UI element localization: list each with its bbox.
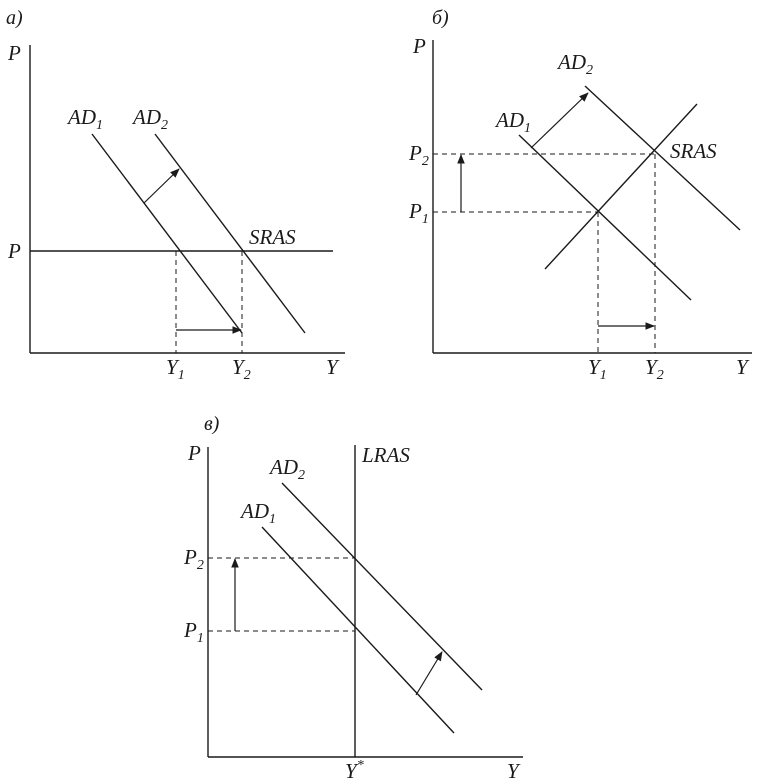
panel-a-y1-label: Y1 (166, 355, 185, 383)
panel-c-ad2-label: AD2 (268, 455, 305, 483)
panel-b-title: б) (432, 7, 449, 29)
panel-a-title: а) (6, 7, 23, 29)
panel-a-ad2-curve (154, 133, 306, 334)
panel-b-y1-label: Y1 (588, 355, 607, 383)
panel-b-sras-label: SRAS (670, 139, 717, 163)
panel-b-shift-arrow (530, 92, 589, 149)
panel-c-shift-arrow (415, 651, 443, 696)
panel-c-y-star-label: Y* (345, 758, 364, 783)
panel-c-p-axis-label: P (187, 441, 201, 465)
panel-b-y2-label: Y2 (645, 355, 664, 383)
panel-a-ad2-label: AD2 (131, 105, 168, 133)
panel-c-ad2-curve (281, 482, 483, 691)
panel-b-p-axis-label: P (412, 34, 426, 58)
panel-b-p1-label: P1 (408, 199, 429, 227)
panel-c-ad1-curve (261, 526, 455, 734)
panel-a: а) P Y P SRAS AD1 AD2 Y1 Y2 (6, 7, 345, 383)
panel-a-y-axis-label: Y (326, 355, 340, 379)
panel-a-ad1-curve (91, 133, 243, 334)
panel-c-y-axis-label: Y (507, 759, 521, 783)
panel-b-y-axis-label: Y (736, 355, 750, 379)
panel-b-ad1-curve (518, 134, 692, 301)
panel-c-lras-label: LRAS (361, 443, 410, 467)
panel-a-ad1-label: AD1 (66, 105, 103, 133)
panel-b: б) P Y AD1 AD2 SRAS P2 P1 Y1 Y2 (408, 7, 752, 383)
panel-b-sras-curve (544, 103, 698, 270)
panel-b-ad2-label: AD2 (556, 50, 593, 78)
panel-a-sras-label: SRAS (249, 225, 296, 249)
panel-b-p2-label: P2 (408, 141, 429, 169)
panel-b-ad2-curve (584, 85, 741, 231)
panel-c-p2-label: P2 (183, 545, 204, 573)
panel-a-shift-arrow (143, 168, 180, 204)
panel-c-title: в) (204, 413, 220, 435)
panel-c-ad1-label: AD1 (239, 499, 276, 527)
panel-a-price-label: P (7, 239, 21, 263)
panel-c-p1-label: P1 (183, 618, 204, 646)
panel-a-y2-label: Y2 (232, 355, 251, 383)
panel-a-p-axis-label: P (7, 41, 21, 65)
panel-b-ad1-label: AD1 (494, 108, 531, 136)
panel-c: в) P Y LRAS AD1 AD2 P2 P1 Y* (183, 413, 523, 783)
